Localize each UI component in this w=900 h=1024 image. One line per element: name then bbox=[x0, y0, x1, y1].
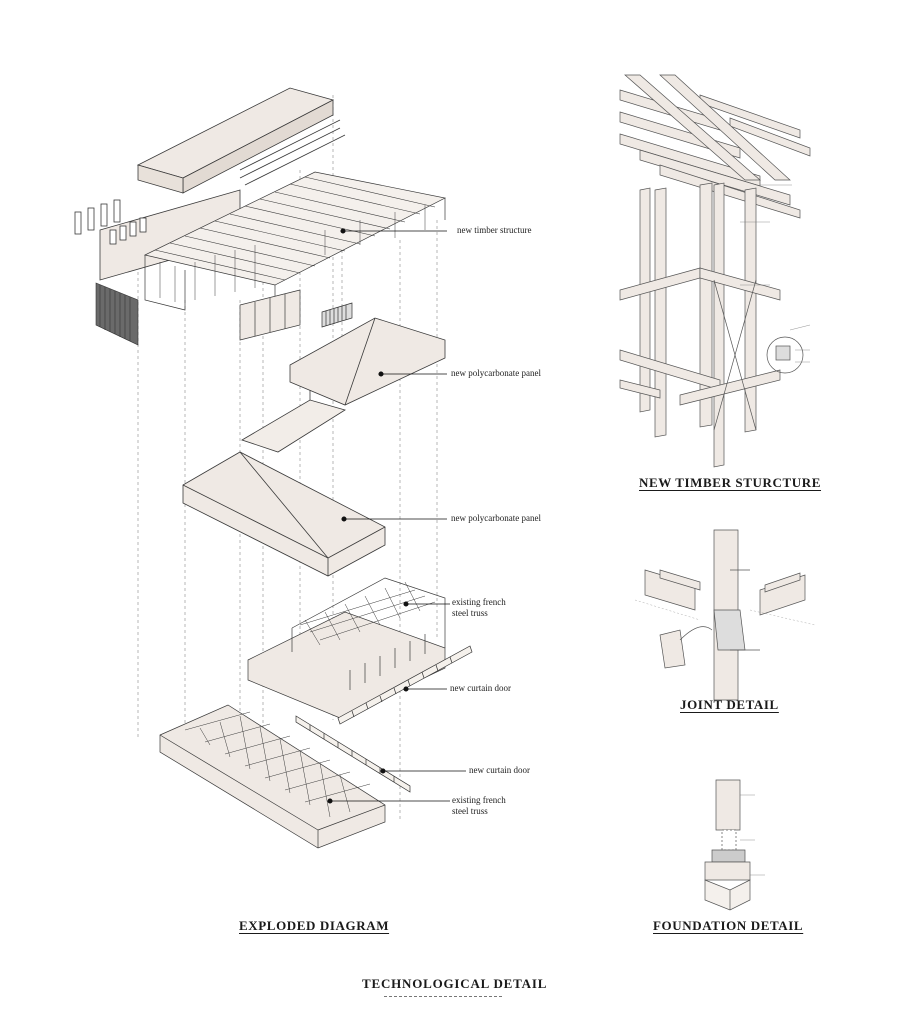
window-frames bbox=[74, 199, 121, 235]
callout-curtain-door-upper: new curtain door bbox=[450, 683, 511, 693]
louver-panel bbox=[321, 302, 353, 328]
caption-joint-detail: JOINT DETAIL bbox=[680, 697, 779, 712]
callout-new-timber-structure: new timber structure bbox=[457, 225, 532, 235]
steel-truss-lower bbox=[159, 704, 386, 849]
timber-annotation-leaders bbox=[740, 184, 811, 363]
title-underline bbox=[384, 996, 502, 997]
callout-steel-truss-lower: existing french steel truss bbox=[452, 795, 506, 816]
polycarbonate-panel-lower bbox=[182, 451, 386, 577]
caption-new-timber-structure: NEW TIMBER STURCTURE bbox=[639, 475, 822, 490]
timber-structure-axonometric bbox=[619, 74, 811, 468]
callout-polycarbonate-panel-upper: new polycarbonate panel bbox=[451, 368, 541, 378]
callout-curtain-door-lower: new curtain door bbox=[469, 765, 530, 775]
sheet-title: TECHNOLOGICAL DETAIL bbox=[362, 976, 548, 991]
steel-truss-upper bbox=[247, 577, 446, 719]
callout-leaders bbox=[327, 228, 466, 804]
callout-steel-truss-upper: existing french steel truss bbox=[452, 597, 506, 618]
callout-polycarbonate-panel-lower: new polycarbonate panel bbox=[451, 513, 541, 523]
caption-foundation-detail: FOUNDATION DETAIL bbox=[653, 918, 804, 933]
foundation-annotation-leaders bbox=[740, 794, 765, 876]
curtain-door-upper bbox=[337, 645, 473, 725]
roof-panel-top bbox=[136, 87, 346, 194]
infill-wall-panel bbox=[239, 289, 301, 341]
foundation-detail-drawing bbox=[704, 779, 751, 911]
joint-dimension-ticks bbox=[634, 599, 816, 626]
timber-structure-frame bbox=[143, 171, 447, 311]
columns bbox=[639, 182, 757, 468]
corrugated-end-panel bbox=[95, 282, 139, 346]
polycarbonate-panel-upper bbox=[241, 317, 446, 453]
beams bbox=[619, 267, 781, 406]
joint-detail-drawing bbox=[644, 529, 806, 701]
caption-exploded-diagram: EXPLODED DIAGRAM bbox=[239, 918, 390, 933]
rafters bbox=[624, 74, 791, 181]
